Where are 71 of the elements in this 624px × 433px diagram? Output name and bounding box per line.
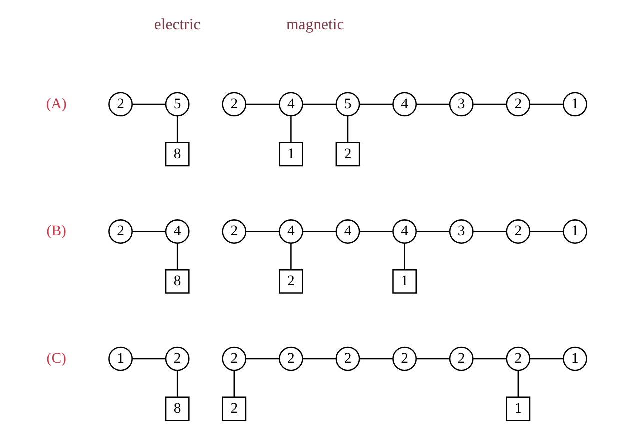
connector (233, 370, 235, 398)
node-circle: 4 (392, 92, 416, 117)
connector (246, 358, 279, 360)
connector (517, 370, 519, 398)
node-circle: 1 (562, 92, 587, 117)
node-circle: 2 (506, 220, 530, 244)
connector (290, 116, 292, 143)
connector (416, 104, 450, 106)
node-circle: 2 (108, 92, 132, 117)
connector (404, 243, 405, 270)
node-circle: 2 (335, 346, 360, 372)
node-box: 2 (278, 270, 303, 294)
node-circle: 2 (108, 220, 132, 244)
connector (246, 104, 279, 106)
connector (473, 231, 506, 232)
node-circle: 4 (335, 220, 360, 244)
node-circle: 2 (222, 346, 246, 372)
node-circle: 2 (222, 220, 246, 244)
connector (176, 116, 178, 143)
connector (346, 116, 348, 143)
node-circle: 3 (448, 92, 474, 117)
connector (132, 358, 166, 360)
node-circle: 4 (392, 220, 416, 244)
node-circle: 2 (506, 346, 530, 372)
node-circle: 5 (164, 92, 190, 117)
label: electric (154, 16, 200, 34)
node-circle: 2 (278, 346, 303, 372)
connector (359, 104, 392, 106)
connector (132, 231, 166, 232)
node-circle: 2 (392, 346, 416, 372)
node-circle: 2 (222, 92, 246, 117)
connector (416, 231, 450, 232)
connector (416, 358, 450, 360)
node-circle: 4 (278, 220, 303, 244)
node-box: 1 (506, 396, 530, 422)
connector (176, 243, 178, 270)
node-circle: 2 (448, 346, 474, 372)
node-circle: 2 (506, 92, 530, 117)
node-circle: 1 (562, 346, 587, 372)
connector (302, 231, 336, 232)
label: (C) (46, 350, 66, 367)
connector (530, 358, 563, 360)
node-circle: 1 (562, 220, 587, 244)
connector (290, 243, 292, 270)
label: magnetic (286, 16, 344, 34)
connector (359, 358, 392, 360)
connector (359, 231, 392, 232)
node-box: 2 (335, 142, 360, 167)
node-circle: 3 (448, 220, 474, 244)
connector (302, 358, 336, 360)
label: (B) (46, 224, 66, 240)
node-box: 1 (278, 142, 303, 167)
connector (530, 231, 563, 232)
connector (530, 104, 563, 106)
connector (132, 104, 166, 106)
node-box: 8 (164, 270, 190, 294)
node-box: 8 (164, 396, 190, 422)
node-box: 8 (164, 142, 190, 167)
node-circle: 4 (278, 92, 303, 117)
connector (176, 370, 178, 398)
connector (246, 231, 279, 232)
connector (473, 104, 506, 106)
label: (A) (46, 96, 66, 112)
node-circle: 2 (164, 346, 190, 372)
connector (302, 104, 336, 106)
node-box: 2 (222, 396, 246, 422)
node-circle: 1 (108, 346, 132, 372)
node-box: 1 (392, 270, 416, 294)
node-circle: 4 (164, 220, 190, 244)
connector (473, 358, 506, 360)
node-circle: 5 (335, 92, 360, 117)
